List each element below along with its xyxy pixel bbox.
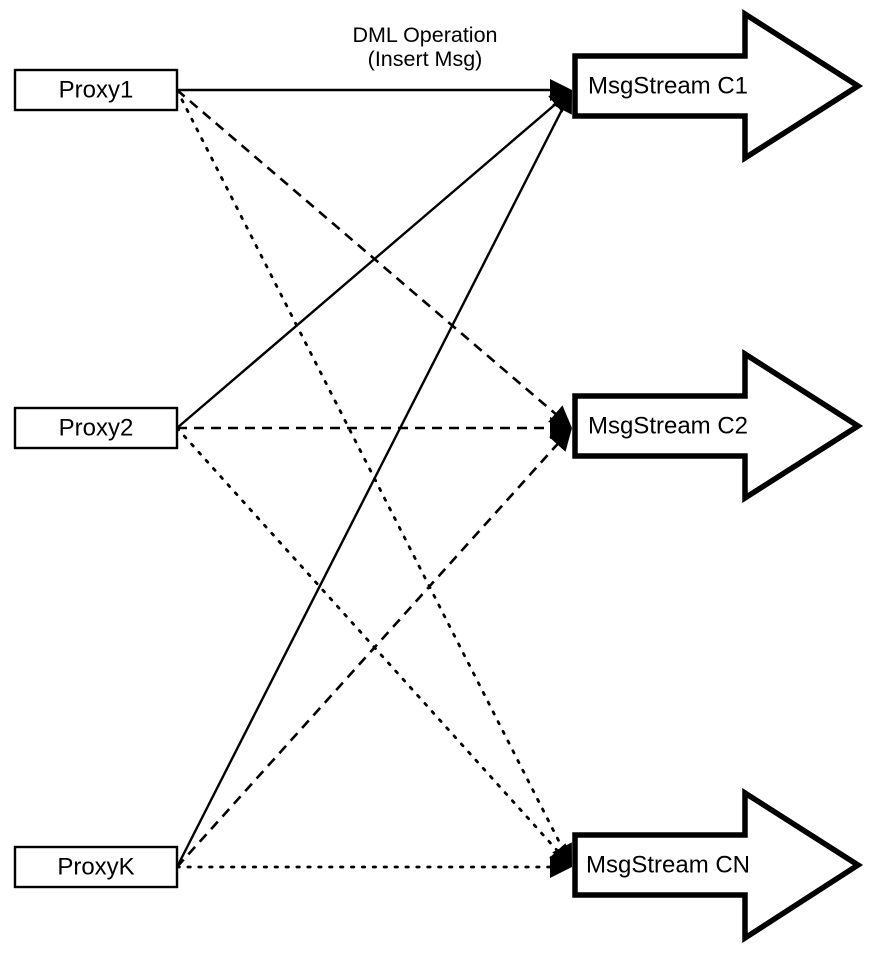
connection-proxy1-to-cn: [175, 88, 568, 858]
proxyk-label: ProxyK: [57, 853, 134, 880]
arrowhead-proxy2-to-cn: [549, 843, 572, 867]
proxy2-label: Proxy2: [59, 414, 134, 441]
msgstream-c1-label: MsgStream C1: [588, 72, 748, 99]
msgstream-cn-shape: [572, 787, 864, 944]
msgstream-c1[interactable]: MsgStream C1: [572, 8, 864, 164]
proxy1-box: [13, 68, 179, 112]
proxy2-node[interactable]: Proxy2: [13, 406, 179, 450]
proxy1-node[interactable]: Proxy1: [13, 68, 179, 112]
msgstream-cn[interactable]: MsgStream CN: [572, 787, 864, 944]
msgstream-cn-label: MsgStream CN: [586, 851, 750, 878]
connection-proxyk-to-c1: [175, 100, 568, 868]
msgstream-c2-label: MsgStream C2: [588, 412, 748, 439]
proxy2-box: [13, 406, 179, 450]
msgstream-c1-shape: [572, 8, 864, 164]
arrowheads-layer: [548, 79, 572, 878]
connection-proxy2-to-c1: [176, 96, 564, 429]
dml-operation-caption: DML Operation (Insert Msg): [353, 23, 498, 71]
dml-operation-caption-line2: (Insert Msg): [368, 47, 483, 71]
msgstream-arrows-layer: MsgStream C1 MsgStream C2 MsgStream CN: [572, 8, 864, 944]
connection-proxy1-to-c2: [176, 89, 564, 422]
connection-proxyk-to-c2: [176, 436, 565, 868]
arrowhead-proxyk-to-c2: [549, 428, 572, 452]
proxyk-node[interactable]: ProxyK: [13, 845, 179, 889]
arrowhead-proxyk-to-c1: [552, 90, 572, 115]
connection-proxy2-to-cn: [175, 426, 566, 860]
connection-lines-layer: [175, 88, 568, 869]
msgstream-c2-shape: [572, 348, 864, 504]
dml-operation-caption-line1: DML Operation: [353, 23, 498, 47]
arrowhead-proxy2-to-c2: [550, 417, 572, 439]
proxy1-label: Proxy1: [59, 76, 134, 103]
arrowhead-proxyk-to-cn: [550, 856, 572, 878]
msgstream-c2[interactable]: MsgStream C2: [572, 348, 864, 504]
proxyk-box: [13, 845, 179, 889]
